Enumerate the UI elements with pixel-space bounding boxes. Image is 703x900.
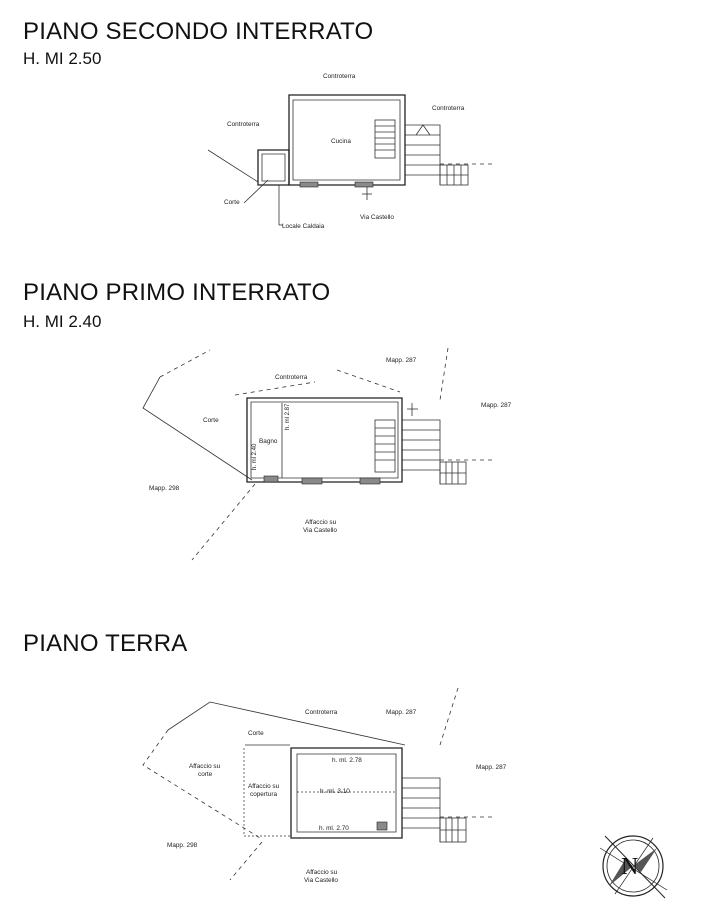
- label-affaccio-corte-2: corte: [198, 771, 213, 778]
- building-inner-wall: [292, 99, 401, 181]
- label-mapp-287-top: Mapp. 287: [386, 709, 417, 716]
- building-inner-wall: [296, 753, 397, 833]
- floor-title-second-basement: PIANO SECONDO INTERRATO: [23, 18, 374, 45]
- label-h-270: h. ml. 2.70: [319, 825, 349, 832]
- plan-ground-floor: Controterra Mapp. 287 Mapp. 287 Corte Af…: [142, 687, 507, 884]
- label-h-310: h. ml. 3.10: [320, 788, 350, 795]
- label-mapp-298: Mapp. 298: [149, 485, 180, 492]
- floor-height-first-basement: H. MI 2.40: [23, 312, 102, 331]
- exterior-stair: [405, 124, 469, 186]
- window-center: [301, 477, 323, 485]
- label-corte: Corte: [224, 199, 240, 206]
- label-cucina: Cucina: [331, 138, 351, 145]
- label-controterra-right: Controterra: [432, 105, 465, 112]
- building-outline: [246, 397, 403, 483]
- label-corte: Corte: [203, 417, 219, 424]
- label-controterra-top: Controterra: [275, 374, 308, 381]
- floor-title-ground-floor: PIANO TERRA: [23, 630, 188, 657]
- label-h-287: h. ml 2.87: [285, 403, 291, 430]
- label-h-240: h. ml 2.40: [252, 443, 258, 470]
- label-controterra-left: Controterra: [227, 121, 260, 128]
- label-mapp-298: Mapp. 298: [167, 842, 198, 849]
- exterior-stair: [402, 419, 467, 485]
- window-right: [359, 477, 381, 485]
- label-mapp-287-top: Mapp. 287: [386, 357, 417, 364]
- plan-second-basement: Controterra Controterra Controterra Cuci…: [207, 73, 492, 230]
- label-via-castello: Via Castello: [303, 527, 337, 534]
- boiler-room-outline: [257, 149, 290, 186]
- north-compass-icon: N: [599, 835, 668, 899]
- label-via-castello: Via Castello: [360, 214, 394, 221]
- exterior-stair: [402, 777, 467, 843]
- floor-title-first-basement: PIANO PRIMO INTERRATO: [23, 279, 331, 306]
- building-outline: [290, 747, 403, 839]
- label-affaccio-copertura-1: Affaccio su: [248, 783, 280, 790]
- plan-first-basement: Controterra Mapp. 287 Mapp. 287 Corte Ba…: [142, 347, 512, 561]
- building-inner-wall: [250, 401, 399, 479]
- label-affaccio-copertura-2: copertura: [250, 791, 277, 798]
- label-via-castello: Via Castello: [304, 877, 338, 884]
- floor-height-second-basement: H. MI 2.50: [23, 49, 102, 68]
- label-affaccio-corte-1: Affaccio su: [189, 763, 221, 770]
- label-locale-caldaia: Locale Caldaia: [282, 223, 325, 230]
- label-controterra-top: Controterra: [305, 709, 338, 716]
- site-boundary-left: [142, 376, 253, 481]
- interior-stair: [374, 419, 396, 473]
- label-affaccio-su: Affaccio su: [306, 869, 338, 876]
- label-affaccio-su: Affaccio su: [305, 519, 337, 526]
- label-h-278: h. ml. 2.78: [332, 757, 362, 764]
- label-mapp-287-right: Mapp. 287: [476, 764, 507, 771]
- label-corte: Corte: [248, 730, 264, 737]
- window-2: [354, 181, 374, 188]
- compass-letter: N: [621, 854, 638, 880]
- window-left: [263, 475, 279, 483]
- window-1: [299, 181, 319, 188]
- entrance-marker: [362, 187, 372, 200]
- site-boundary-top: [167, 701, 406, 746]
- label-controterra-top: Controterra: [323, 73, 356, 80]
- interior-stair: [374, 119, 396, 159]
- label-bagno: Bagno: [259, 438, 278, 445]
- label-mapp-287-right: Mapp. 287: [481, 402, 512, 409]
- entrance-marker: [407, 403, 418, 416]
